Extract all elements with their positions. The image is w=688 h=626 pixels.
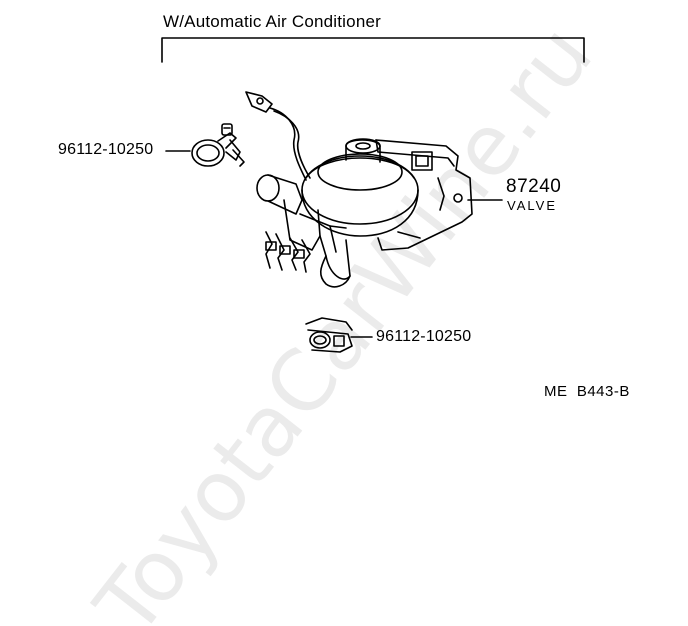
ground-wire [245, 91, 311, 181]
group-bracket [161, 37, 585, 63]
lower-hose-clamp [305, 317, 353, 353]
part-name-valve: VALVE [507, 198, 557, 213]
figure-reference-code: ME B443-B [544, 383, 630, 400]
upper-hose-clamp [191, 123, 245, 167]
diagram-title: W/Automatic Air Conditioner [163, 12, 381, 31]
part-number-upper-clamp: 96112-10250 [58, 141, 154, 158]
part-number-valve: 87240 [506, 176, 562, 197]
mounting-bracket [375, 139, 473, 251]
part-number-lower-clamp: 96112-10250 [376, 328, 472, 345]
valve-body [256, 174, 351, 288]
vacuum-diaphragm [301, 138, 419, 237]
